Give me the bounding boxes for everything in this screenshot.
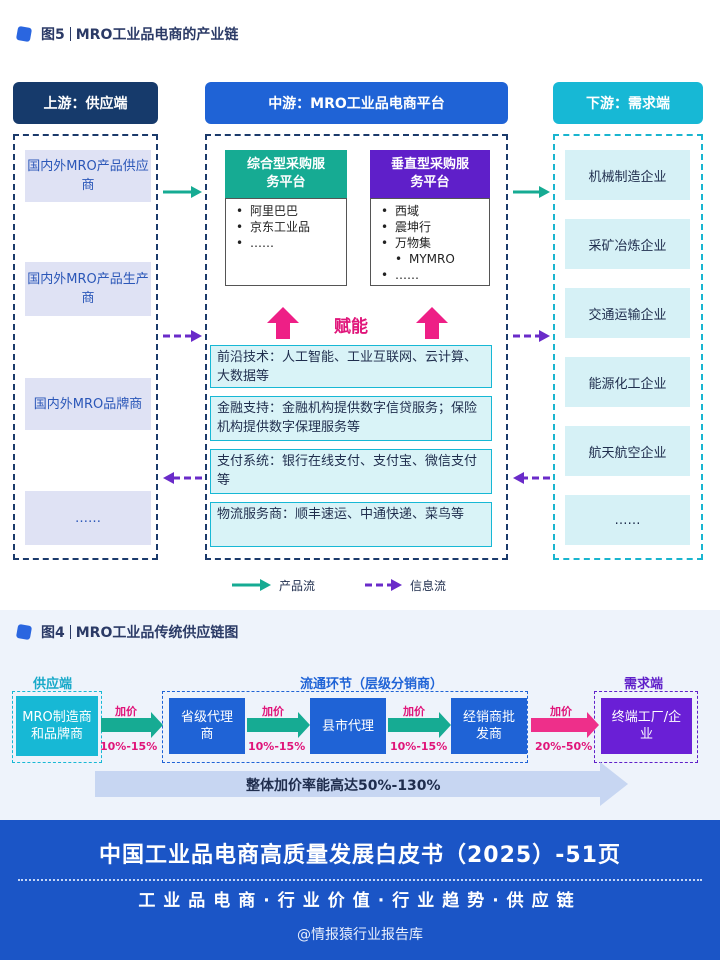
downstream-item: …… bbox=[565, 495, 690, 545]
markup-arrows bbox=[95, 712, 628, 806]
markup-label: 加价 bbox=[550, 705, 572, 718]
footer-panel bbox=[0, 820, 720, 960]
empower-arrow-right-icon bbox=[416, 307, 448, 339]
supply-label: 供应端 bbox=[33, 677, 73, 692]
upstream-item: 国内外MRO产品生产商 bbox=[25, 262, 151, 316]
channel-label: 流通环节（层级分销商） bbox=[300, 677, 444, 692]
enabler-finance: 金融支持：金融机构提供数字信贷服务；保险机构提供数字保理服务等 bbox=[210, 396, 492, 441]
legend-product-flow-icon bbox=[232, 579, 271, 591]
platform-list-item: …… bbox=[381, 267, 489, 283]
info-flow-arrow-icon bbox=[163, 330, 202, 342]
platform-list-item: 震坤行 bbox=[381, 219, 489, 235]
platform-comprehensive-title: 综合型采购服务平台 bbox=[225, 150, 347, 198]
platform-vertical-list: 西域 震坤行 万物集 MYMRO …… bbox=[370, 198, 490, 286]
platform-list-item: …… bbox=[236, 235, 346, 251]
enabler-tech: 前沿技术：人工智能、工业互联网、云计算、大数据等 bbox=[210, 345, 492, 388]
downstream-item: 交通运输企业 bbox=[565, 288, 690, 338]
info-flow-arrow-icon bbox=[163, 472, 202, 484]
product-flow-arrow-icon bbox=[513, 186, 550, 198]
flow-arrows bbox=[163, 186, 550, 591]
upstream-header: 上游：供应端 bbox=[13, 82, 158, 124]
upstream-container bbox=[13, 134, 158, 560]
upstream-item: 国内外MRO品牌商 bbox=[25, 378, 151, 430]
empower-arrow-left-icon bbox=[267, 307, 299, 339]
footer-tags: 工业品电商·行业价值·行业趋势·供应链 bbox=[138, 890, 582, 911]
enabler-payment: 支付系统：银行在线支付、支付宝、微信支付等 bbox=[210, 449, 492, 494]
total-markup-text: 整体加价率能高达50%-130% bbox=[246, 778, 441, 794]
platform-list-item: 京东工业品 bbox=[236, 219, 346, 235]
downstream-item: 能源化工企业 bbox=[565, 357, 690, 407]
markup-arrow-icon bbox=[388, 712, 451, 738]
channel-group bbox=[162, 691, 528, 763]
markup-value: 10%-15% bbox=[248, 740, 306, 753]
markup-value: 10%-15% bbox=[100, 740, 158, 753]
platform-list-item: MYMRO bbox=[381, 251, 489, 267]
downstream-item: 航天航空企业 bbox=[565, 426, 690, 476]
platform-list-item: 阿里巴巴 bbox=[236, 203, 346, 219]
markup-value: 10%-15% bbox=[390, 740, 448, 753]
footer-divider bbox=[18, 879, 702, 881]
midstream-header: 中游：MRO工业品电商平台 bbox=[205, 82, 508, 124]
downstream-item: 采矿冶炼企业 bbox=[565, 219, 690, 269]
footer-title: 中国工业品电商高质量发展白皮书（2025）-51页 bbox=[99, 843, 621, 868]
info-flow-arrow-icon bbox=[513, 472, 550, 484]
platform-list-item: 西域 bbox=[381, 203, 489, 219]
midstream-container bbox=[205, 134, 508, 560]
info-flow-arrow-icon bbox=[513, 330, 550, 342]
markup-arrow-icon bbox=[101, 712, 163, 738]
legend-info-flow-label: 信息流 bbox=[410, 579, 447, 593]
legend-info-flow-icon bbox=[365, 579, 402, 591]
upstream-item: …… bbox=[25, 491, 151, 545]
enabler-logistics: 物流服务商：顺丰速运、中通快递、菜鸟等 bbox=[210, 502, 492, 547]
total-markup-arrow-icon bbox=[95, 762, 628, 806]
chain-node-wholesaler: 经销商批发商 bbox=[451, 698, 527, 754]
markup-label: 加价 bbox=[115, 705, 137, 718]
markup-arrow-icon bbox=[531, 712, 599, 738]
downstream-item: 机械制造企业 bbox=[565, 150, 690, 200]
chain-node-county-agent: 县市代理 bbox=[310, 698, 386, 754]
platform-vertical-title: 垂直型采购服务平台 bbox=[370, 150, 490, 198]
markup-arrow-icon bbox=[247, 712, 310, 738]
platform-comprehensive-list: 阿里巴巴 京东工业品 …… bbox=[225, 198, 347, 286]
chain-node-end-factory: 终端工厂/企业 bbox=[601, 698, 692, 754]
markup-value: 20%-50% bbox=[535, 740, 593, 753]
upstream-item: 国内外MRO产品供应商 bbox=[25, 150, 151, 202]
demand-label: 需求端 bbox=[624, 677, 664, 692]
product-flow-arrow-icon bbox=[163, 186, 202, 198]
legend-product-flow-label: 产品流 bbox=[279, 579, 316, 593]
chain-node-provincial-agent: 省级代理商 bbox=[169, 698, 245, 754]
footer-handle: @情报猿行业报告库 bbox=[297, 927, 423, 943]
downstream-header: 下游：需求端 bbox=[553, 82, 703, 124]
platform-list-item: 万物集 bbox=[381, 235, 489, 251]
empower-label: 赋能 bbox=[334, 317, 368, 337]
markup-label: 加价 bbox=[262, 705, 284, 718]
downstream-container bbox=[553, 134, 703, 560]
chain-node-manufacturer: MRO制造商和品牌商 bbox=[16, 696, 98, 756]
markup-label: 加价 bbox=[403, 705, 425, 718]
